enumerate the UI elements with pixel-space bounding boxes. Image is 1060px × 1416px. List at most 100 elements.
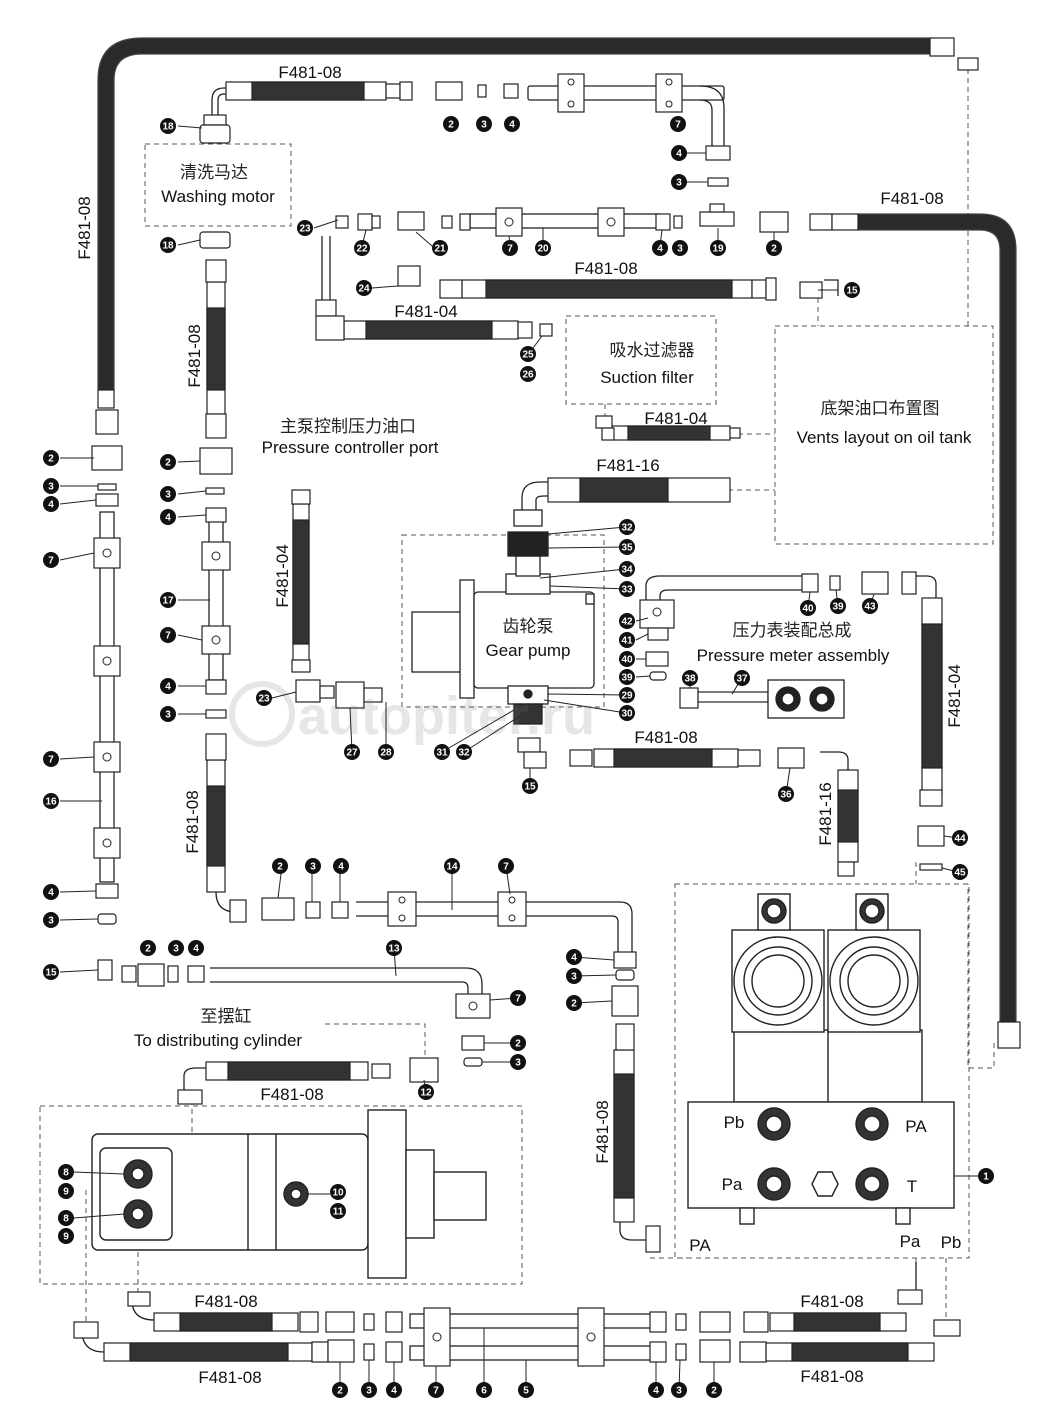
callout-marker bbox=[476, 116, 492, 132]
hose-label: F481-08 bbox=[198, 1368, 261, 1387]
callout-number: 2 bbox=[48, 454, 54, 465]
callout-number: 3 bbox=[571, 972, 577, 983]
callout-number: 32 bbox=[621, 523, 633, 534]
callout-number: 16 bbox=[45, 797, 57, 808]
callout-number: 3 bbox=[48, 916, 54, 927]
washing-motor-box bbox=[144, 143, 292, 227]
callout-number: 5 bbox=[523, 1386, 529, 1397]
callout-marker bbox=[535, 240, 551, 256]
callout-marker bbox=[160, 627, 176, 643]
callout-marker bbox=[160, 678, 176, 694]
callout-number: 4 bbox=[165, 682, 171, 693]
callout-marker bbox=[43, 450, 59, 466]
port-labels: Pb PA Pa T PA Pa Pb bbox=[689, 1113, 961, 1255]
callout-marker bbox=[502, 240, 518, 256]
callout-number: 21 bbox=[434, 244, 446, 255]
callout-number: 24 bbox=[358, 284, 370, 295]
callout-marker bbox=[619, 613, 635, 629]
callout-number: 3 bbox=[48, 482, 54, 493]
pc-port-en: Pressure controller port bbox=[262, 438, 439, 457]
hose-label: F481-08 bbox=[593, 1100, 612, 1163]
callout-marker bbox=[844, 282, 860, 298]
callout-marker bbox=[43, 912, 59, 928]
callout-marker bbox=[734, 670, 750, 686]
callout-number: 3 bbox=[366, 1386, 372, 1397]
callout-marker bbox=[330, 1203, 346, 1219]
callout-marker bbox=[672, 240, 688, 256]
callout-number: 7 bbox=[433, 1386, 439, 1397]
callout-number: 2 bbox=[145, 944, 151, 955]
callout-marker bbox=[140, 940, 156, 956]
callout-marker bbox=[43, 478, 59, 494]
callout-number: 3 bbox=[173, 944, 179, 955]
callout-number: 23 bbox=[258, 694, 270, 705]
callout-marker bbox=[386, 940, 402, 956]
callout-number: 4 bbox=[165, 513, 171, 524]
callout-marker bbox=[504, 116, 520, 132]
callout-marker bbox=[766, 240, 782, 256]
callout-number: 30 bbox=[621, 709, 633, 720]
callout-marker bbox=[256, 690, 272, 706]
port-label: PA bbox=[689, 1236, 711, 1255]
callout-number: 2 bbox=[448, 120, 454, 131]
callout-number: 27 bbox=[346, 748, 358, 759]
callout-number: 2 bbox=[165, 458, 171, 469]
callout-number: 42 bbox=[621, 617, 633, 628]
callout-number: 29 bbox=[621, 691, 633, 702]
tube-16 bbox=[99, 511, 115, 883]
hose-label: F481-08 bbox=[185, 324, 204, 387]
vents-layout-cn: 底架油口布置图 bbox=[821, 399, 940, 419]
hose-label: F481-08 bbox=[800, 1292, 863, 1311]
callout-marker bbox=[58, 1164, 74, 1180]
callout-marker bbox=[43, 793, 59, 809]
callout-number: 18 bbox=[162, 122, 174, 133]
pressure-gauge bbox=[767, 679, 845, 719]
callout-marker bbox=[361, 1382, 377, 1398]
hose-label: F481-08 bbox=[260, 1085, 323, 1104]
callout-marker bbox=[670, 116, 686, 132]
callout-marker bbox=[160, 509, 176, 525]
callout-marker bbox=[354, 240, 370, 256]
callout-number: 33 bbox=[621, 585, 633, 596]
callout-number: 44 bbox=[954, 834, 966, 845]
suction-filter-cn: 吸水过滤器 bbox=[610, 341, 695, 361]
callout-marker bbox=[706, 1382, 722, 1398]
pressure-meter-cn: 压力表装配总成 bbox=[733, 621, 852, 641]
callout-number: 20 bbox=[537, 244, 549, 255]
hose-label: F481-08 bbox=[634, 728, 697, 747]
callout-marker bbox=[952, 864, 968, 880]
valve-tank-ref-dash bbox=[967, 884, 995, 1069]
gear-pump-cn: 齿轮泵 bbox=[503, 617, 554, 637]
port-label: T bbox=[907, 1177, 917, 1196]
watermark-text: autopiter.ru bbox=[298, 686, 595, 746]
callout-number: 4 bbox=[571, 953, 577, 964]
port-label: Pa bbox=[900, 1232, 921, 1251]
callout-marker bbox=[619, 687, 635, 703]
callout-number: 41 bbox=[621, 636, 633, 647]
hose-label: F481-16 bbox=[596, 456, 659, 475]
callout-marker bbox=[682, 670, 698, 686]
callout-marker bbox=[862, 598, 878, 614]
callout-marker bbox=[168, 940, 184, 956]
callout-number: 2 bbox=[771, 244, 777, 255]
callout-number: 7 bbox=[48, 755, 54, 766]
callout-marker bbox=[378, 744, 394, 760]
gear-pump-box bbox=[401, 534, 605, 708]
callout-number: 34 bbox=[621, 565, 633, 576]
callout-number: 19 bbox=[712, 244, 724, 255]
clamp-bolts bbox=[102, 78, 673, 1342]
callout-number: 22 bbox=[356, 244, 368, 255]
callout-number: 7 bbox=[675, 120, 681, 131]
callout-marker bbox=[800, 600, 816, 616]
callout-marker bbox=[43, 496, 59, 512]
dist-cylinder-cn: 至摆缸 bbox=[201, 1006, 252, 1027]
callout-marker bbox=[619, 519, 635, 535]
callout-number: 45 bbox=[954, 868, 966, 879]
callout-number: 9 bbox=[63, 1232, 69, 1243]
callout-number: 40 bbox=[621, 655, 633, 666]
port-label: Pb bbox=[724, 1113, 745, 1132]
hose-label: F481-08 bbox=[800, 1367, 863, 1386]
callout-marker bbox=[710, 240, 726, 256]
component-captions: 清洗马达 Washing motor 吸水过滤器 Suction filter … bbox=[134, 163, 972, 1050]
